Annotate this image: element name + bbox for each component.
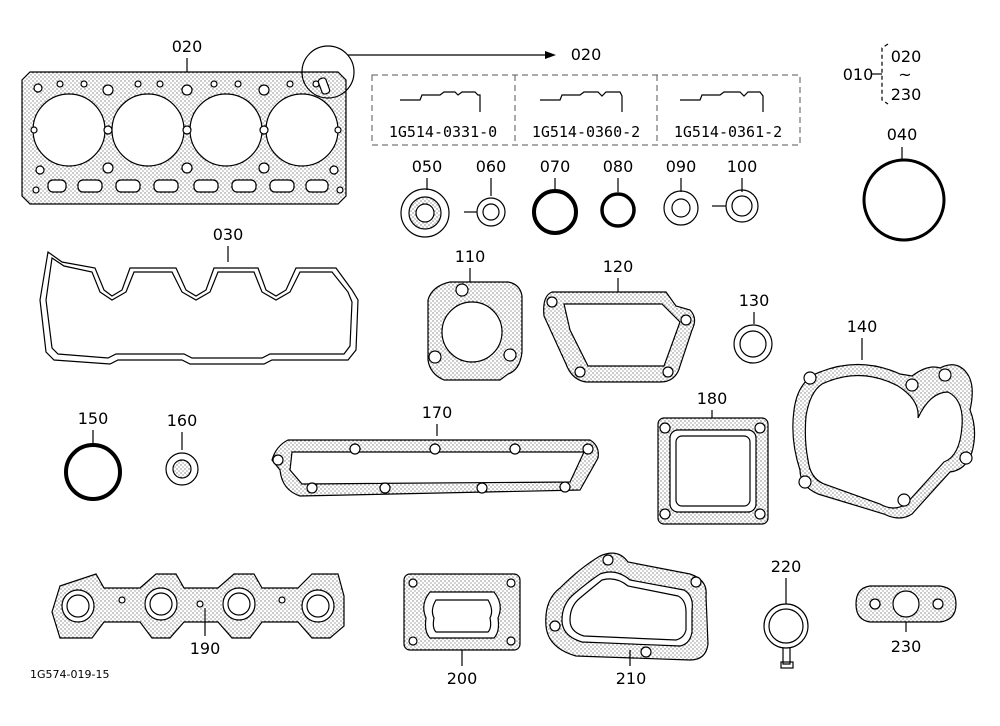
o-ring-040: 040: [862, 125, 946, 242]
part-number-3: 1G514-0361-2: [674, 123, 782, 141]
label-010-tilde: ~: [898, 65, 911, 84]
thermostat-gasket-110: 110: [427, 247, 523, 381]
label-010-from: 020: [891, 47, 922, 66]
water-pump-gasket-140: 140: [792, 317, 976, 519]
label-040: 040: [887, 125, 918, 144]
intake-manifold-gasket-170: 170: [271, 403, 599, 497]
seal-050: 050: [400, 157, 450, 238]
seal-130: 130: [733, 291, 773, 364]
label-230: 230: [891, 637, 922, 656]
label-070: 070: [540, 157, 571, 176]
diagram-reference: 1G574-019-15: [30, 668, 109, 681]
label-020: 020: [172, 37, 203, 56]
part-number-1: 1G514-0331-0: [389, 123, 497, 141]
gasket-210: 210: [545, 552, 709, 688]
label-100: 100: [727, 157, 758, 176]
label-060: 060: [476, 157, 507, 176]
seal-100: 100: [712, 157, 759, 223]
seal-220: 220: [763, 557, 809, 669]
label-080: 080: [603, 157, 634, 176]
gasket-230: 230: [855, 585, 957, 656]
seal-060: 060: [464, 157, 507, 227]
kit-010-range: 010 020 ~ 230: [843, 43, 922, 105]
part-number-2: 1G514-0360-2: [532, 123, 640, 141]
o-ring-070: 070: [532, 157, 578, 235]
label-140: 140: [847, 317, 878, 336]
label-030: 030: [213, 225, 244, 244]
label-190: 190: [190, 639, 221, 658]
label-200: 200: [447, 669, 478, 688]
label-110: 110: [455, 247, 486, 266]
label-010: 010: [843, 65, 874, 84]
label-180: 180: [697, 389, 728, 408]
cylinder-head-gasket-020: 020: [21, 37, 602, 205]
label-090: 090: [666, 157, 697, 176]
label-210: 210: [616, 669, 647, 688]
o-ring-080: 080: [600, 157, 636, 228]
seal-090: 090: [663, 157, 699, 226]
label-220: 220: [771, 557, 802, 576]
rocker-cover-gasket-030: 030: [39, 225, 359, 365]
label-160: 160: [167, 411, 198, 430]
seal-160: 160: [165, 411, 199, 486]
gasket-180: 180: [657, 389, 769, 525]
label-170: 170: [422, 403, 453, 422]
gasket-120: 120: [543, 257, 696, 383]
label-020-detail: 020: [571, 45, 602, 64]
o-ring-150: 150: [64, 409, 122, 501]
gasket-variants-box: 1G514-0331-0 1G514-0360-2 1G514-0361-2: [371, 74, 801, 146]
label-120: 120: [603, 257, 634, 276]
label-050: 050: [412, 157, 443, 176]
label-010-to: 230: [891, 85, 922, 104]
label-130: 130: [739, 291, 770, 310]
label-150: 150: [78, 409, 109, 428]
exhaust-manifold-gasket-190: 190: [51, 573, 345, 658]
gasket-200: 200: [403, 573, 521, 688]
